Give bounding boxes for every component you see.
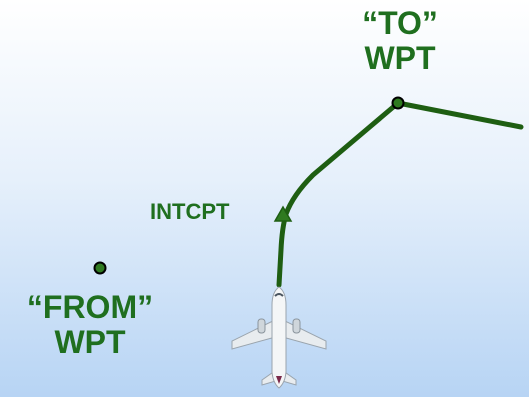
from-waypoint-dot-icon	[93, 261, 107, 275]
from-waypoint-label-line1: “FROM”	[26, 289, 154, 325]
outbound-leg	[395, 100, 524, 130]
to-waypoint-label-line1: “TO”	[362, 5, 438, 41]
to-waypoint-dot-icon	[391, 96, 405, 110]
to-waypoint-label-line2: WPT	[364, 40, 436, 77]
from-waypoint-label-line2: WPT	[54, 324, 126, 361]
airplane-icon	[231, 286, 327, 389]
intercept-triangle-icon	[273, 205, 293, 222]
from-waypoint-label: “FROM” WPT	[10, 289, 170, 361]
intercept-label: INTCPT	[150, 199, 230, 224]
route-path	[276, 100, 401, 288]
to-waypoint-label: “TO” WPT	[340, 5, 460, 77]
